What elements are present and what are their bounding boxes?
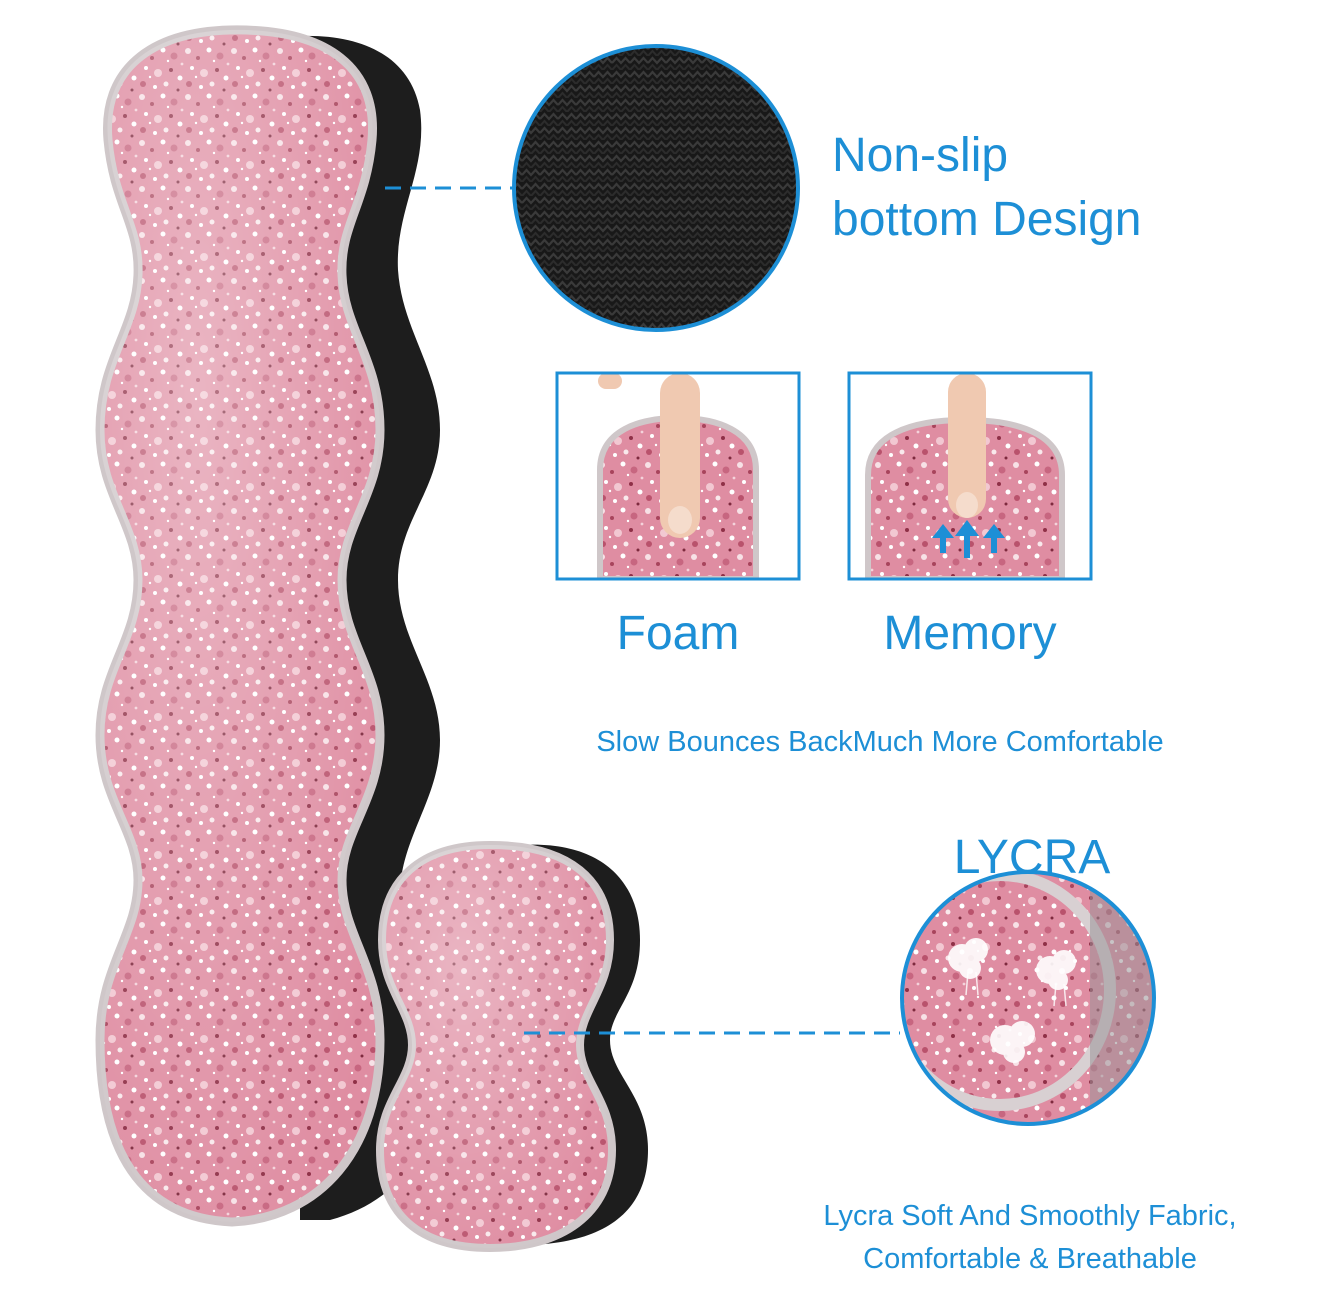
finger-press-icon <box>555 371 801 581</box>
rebound-caption: Slow Bounces BackMuch More Comfortable <box>596 726 1164 758</box>
foam-label: Foam <box>616 607 740 660</box>
fabric-texture-icon <box>512 44 800 332</box>
keyboard-rest-top <box>95 25 385 1227</box>
rebound-arrows-icon <box>847 371 1093 581</box>
lycra-caption-line2: Comfortable & Breathable <box>863 1243 1197 1275</box>
memory-label: Memory <box>883 607 1057 660</box>
non-slip-title-line1: Non-slip <box>832 129 1009 182</box>
lycra-caption-line1: Lycra Soft And Smoothly Fabric, <box>823 1200 1237 1232</box>
magnifier-fabric-icon <box>900 870 1156 1126</box>
lycra-title: LYCRA <box>953 831 1111 884</box>
non-slip-title-line2: bottom Design <box>832 193 1142 246</box>
mouse-rest <box>375 840 648 1253</box>
